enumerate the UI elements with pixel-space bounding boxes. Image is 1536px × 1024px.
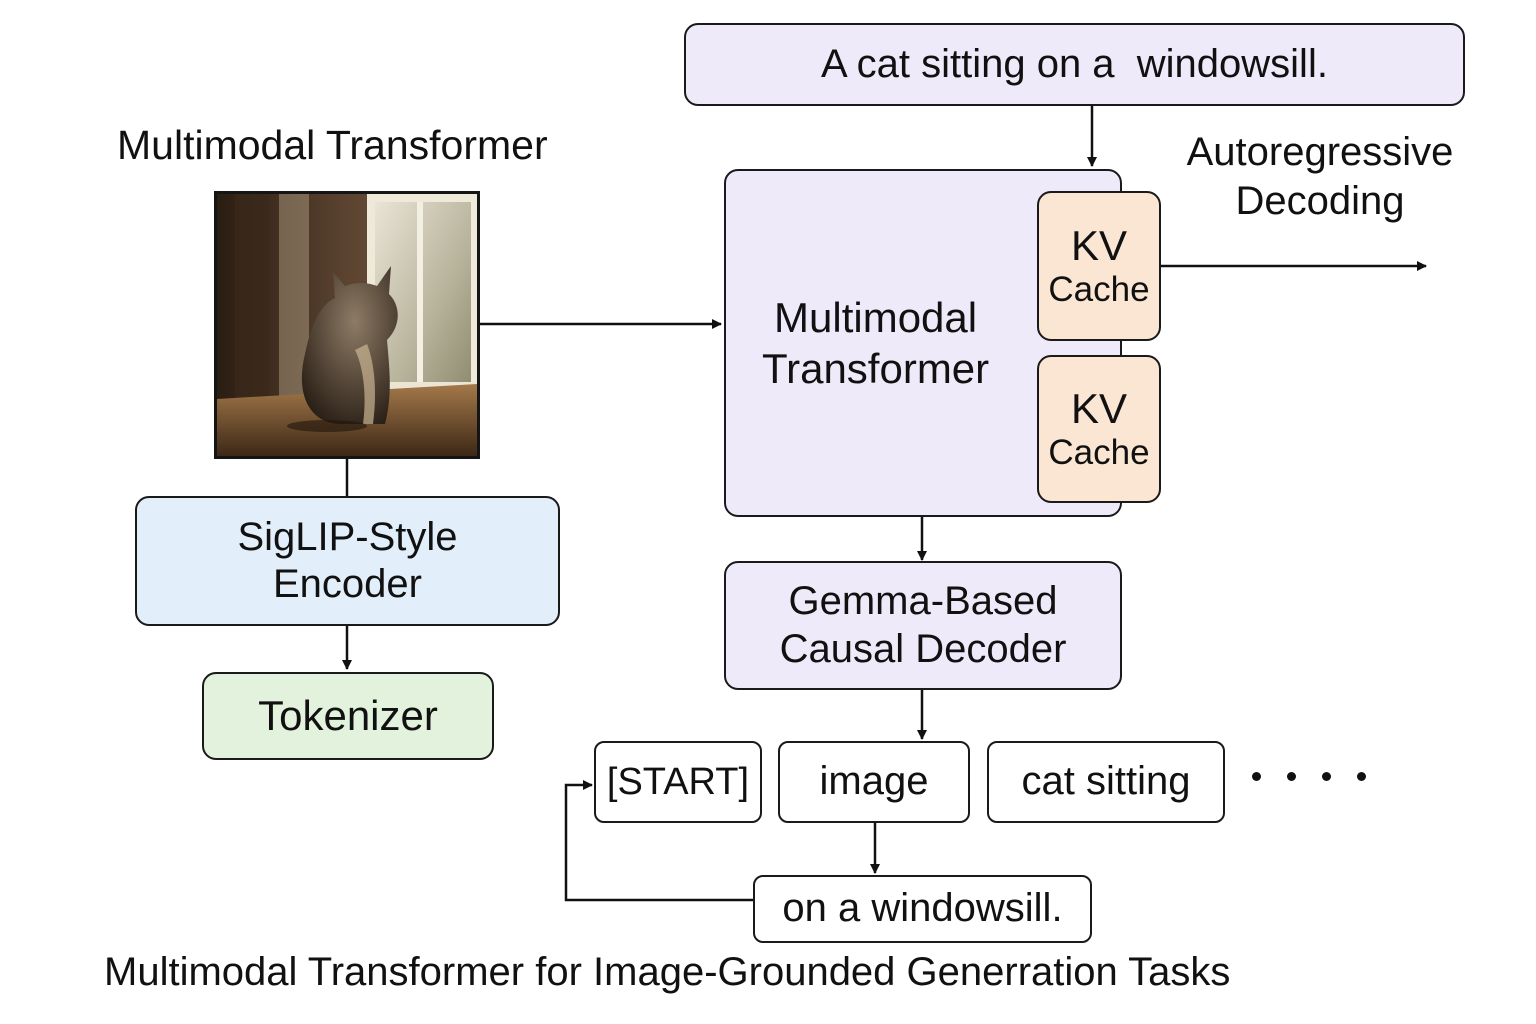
autoregressive-line-1: Autoregressive — [1186, 130, 1454, 174]
token-start-label: [START] — [606, 760, 750, 803]
ellipsis — [1252, 772, 1366, 781]
decoder-line-2: Causal Decoder — [779, 626, 1067, 671]
encoder-line-1: SigLIP-Style — [237, 514, 458, 559]
token-start: [START] — [594, 741, 762, 823]
feedback-loop-arrow — [564, 780, 753, 902]
tokenizer-label: Tokenizer — [258, 692, 438, 740]
autoregressive-label: Autoregressive Decoding — [1172, 128, 1468, 226]
output-token-label: on a windowsill. — [782, 886, 1063, 931]
ellipsis-dot — [1252, 772, 1261, 781]
caption-box: A cat sitting on a windowsill. — [684, 23, 1465, 106]
caption-text: A cat sitting on a windowsill. — [821, 41, 1328, 86]
token-cat-sitting: cat sitting — [987, 741, 1225, 823]
token-cat-sitting-label: cat sitting — [1021, 759, 1191, 804]
left-title: Multimodal Transformer — [117, 122, 548, 168]
cat-image — [214, 191, 480, 459]
footer-title: Multimodal Transformer for Image-Grounde… — [104, 950, 1231, 994]
ellipsis-dot — [1357, 772, 1366, 781]
encoder-line-2: Encoder — [273, 562, 422, 606]
transformer-line-1: Multimodal — [774, 293, 978, 341]
kv-cache-bottom: KV Cache — [1037, 355, 1161, 503]
output-token: on a windowsill. — [753, 875, 1092, 943]
token-image: image — [778, 741, 970, 823]
cat-photo-illustration — [217, 194, 477, 456]
decoder-line-1: Gemma-Based — [788, 579, 1058, 624]
kv-cache-top: KV Cache — [1037, 191, 1161, 341]
kv-cache-bottom-line-2: Cache — [1048, 433, 1150, 473]
kv-cache-top-line-2: Cache — [1048, 270, 1150, 310]
autoregressive-line-2: Decoding — [1235, 178, 1405, 223]
ellipsis-dot — [1287, 772, 1296, 781]
tokenizer-box: Tokenizer — [202, 672, 494, 760]
siglip-encoder-box: SigLIP-Style Encoder — [135, 496, 560, 626]
ellipsis-dot — [1322, 772, 1331, 781]
gemma-decoder-box: Gemma-Based Causal Decoder — [724, 561, 1122, 690]
kv-cache-top-line-1: KV — [1070, 221, 1128, 269]
token-image-label: image — [819, 759, 929, 804]
kv-cache-bottom-line-1: KV — [1070, 384, 1128, 432]
transformer-line-2: Transformer — [762, 345, 990, 392]
